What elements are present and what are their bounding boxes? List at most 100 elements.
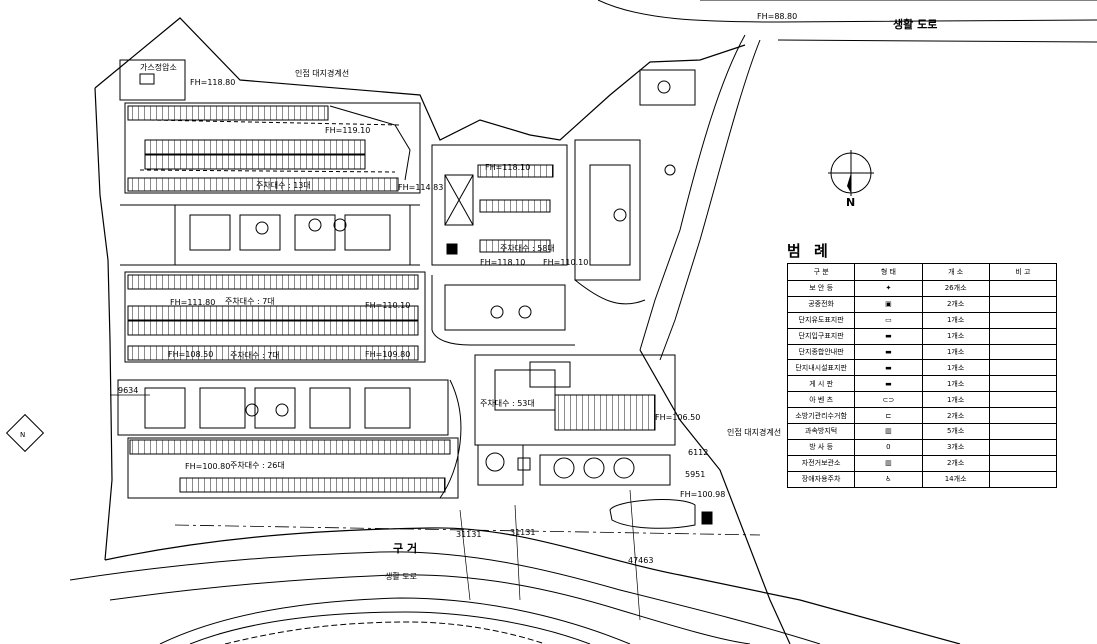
legend-item-name: 단지종합안내판: [786, 343, 856, 361]
dimension-label: 6112: [688, 448, 709, 457]
legend-item-note: [988, 327, 1058, 345]
bottom-road: [69, 551, 821, 644]
sign-icon: ▬: [854, 327, 923, 345]
legend-row: 단지내시설표지판▬1개소: [786, 359, 1058, 377]
legend-item-count: 2개소: [921, 295, 990, 313]
dimension-label: 31131: [456, 530, 482, 539]
legend-item-name: 자전거보관소: [786, 454, 856, 472]
lamp-icon: ✦: [854, 280, 923, 297]
bicycle-icon: ▥: [854, 454, 923, 472]
legend-item-note: [988, 375, 1058, 393]
road-label-top: 생활 도로: [893, 18, 938, 31]
legend-item-count: 1개소: [921, 311, 990, 329]
gas-station-label: 가스정압소: [140, 63, 177, 72]
legend-row: 게 시 판▬1개소: [786, 375, 1058, 393]
parking-count-label: 주차대수 : 7대: [230, 351, 280, 360]
dimension-label: 9634: [118, 386, 139, 395]
legend-item-note: [988, 391, 1058, 409]
legend-item-count: 1개소: [921, 375, 990, 393]
legend-item-name: 과속방지턱: [786, 423, 856, 440]
legend-item-count: 1개소: [921, 391, 990, 409]
parking-count-label: 주차대수 : 26대: [230, 461, 285, 470]
elevation-label: FH=119.10: [325, 126, 371, 135]
wheelchair-icon: ♿: [854, 470, 923, 488]
elevation-label: FH=108.50: [168, 350, 214, 359]
legend-row: 단지종합안내판▬1개소: [786, 343, 1058, 361]
elevation-label: FH=111.80: [170, 298, 216, 307]
legend-item-count: 1개소: [921, 327, 990, 345]
elevation-label: FH=118.10: [480, 258, 526, 267]
elevation-label: FH=110.10: [365, 301, 411, 310]
building-row-2: [117, 379, 449, 436]
legend-title: 범 례: [787, 242, 832, 260]
dimension-label: 5951: [685, 470, 706, 479]
legend-item-count: 2개소: [921, 407, 990, 425]
boundary-label: 인접 대지경계선: [295, 69, 350, 78]
legend-item-note: [988, 470, 1058, 488]
elevation-label: FH=118.80: [190, 78, 236, 87]
elevation-label: FH=100.80: [185, 462, 231, 471]
legend-item-count: 1개소: [921, 359, 990, 377]
site-boundary: [94, 17, 961, 644]
legend-row: 공중전화▣2개소: [786, 295, 1058, 313]
legend-item-note: [988, 295, 1058, 313]
central-parking: [431, 144, 568, 266]
svg-text:N: N: [20, 431, 25, 439]
parking-lot-middle: [124, 271, 426, 363]
legend-item-name: 공중전화: [786, 295, 856, 313]
dimension-label: 47463: [628, 556, 654, 565]
elevation-label: FH=110.10: [543, 258, 589, 267]
top-road: [597, 0, 1097, 361]
legend-item-note: [988, 359, 1058, 377]
board-icon: ▬: [854, 359, 923, 377]
legend-item-note: [988, 423, 1058, 440]
legend-item-note: [988, 438, 1058, 456]
dimension-label: 31131: [510, 528, 536, 537]
building-row-1: [120, 204, 420, 266]
parking-count-label: 주차대수 : 7대: [225, 297, 275, 306]
bench-icon: ⊂⊃: [854, 391, 923, 409]
legend-item-name: 단지입구표지판: [786, 327, 856, 345]
fire-icon: ⊏: [854, 407, 923, 425]
bump-icon: ▥: [854, 423, 923, 440]
legend-item-name: 단지내시설표지판: [786, 359, 856, 377]
elevation-label: FH=88.80: [757, 12, 798, 21]
central-building: [431, 275, 575, 346]
dimension-lines: [110, 394, 641, 621]
legend-row: 과속방지턱▥5개소: [786, 423, 1058, 440]
north-arrow-icon: [828, 150, 874, 196]
parking-count-label: 주차대수 : 53대: [480, 399, 535, 408]
se-pad: [609, 499, 713, 529]
legend-item-name: 아 벤 츠: [786, 391, 856, 409]
light-icon: 0: [854, 438, 923, 456]
legend-item-note: [988, 454, 1058, 472]
legend-header: 형 태: [854, 263, 923, 281]
parking-lot-south: [127, 379, 462, 499]
parking-count-label: 주차대수 : 13대: [256, 181, 311, 190]
elevation-label: FH=118.10: [485, 163, 531, 172]
legend-header-row: 구 분 형 태 개 소 비 고: [786, 263, 1058, 281]
legend-header: 비 고: [988, 263, 1058, 281]
legend-item-note: [988, 280, 1058, 297]
south-central-block: [474, 354, 676, 486]
legend-item-count: 26개소: [921, 280, 990, 297]
gas-station: [119, 59, 186, 101]
legend-row: 아 벤 츠⊂⊃1개소: [786, 391, 1058, 409]
legend-row: 단지입구표지판▬1개소: [786, 327, 1058, 345]
elevation-label: FH=109.80: [365, 350, 411, 359]
board-icon: ▬: [854, 375, 923, 393]
legend-item-count: 3개소: [921, 438, 990, 456]
road-label-bottom: 생활 도로: [385, 572, 417, 581]
elevation-label: FH=114.83: [398, 183, 444, 192]
parking-count-label: 주차대수 : 58대: [500, 244, 555, 253]
small-north-marker: N: [5, 413, 45, 453]
legend-item-name: 방 사 등: [786, 438, 856, 456]
parking-lot-nw: [124, 102, 421, 194]
legend-item-note: [988, 343, 1058, 361]
elevation-label: FH=106.50: [655, 413, 701, 422]
legend-header: 구 분: [786, 263, 856, 281]
legend-item-count: 5개소: [921, 423, 990, 440]
